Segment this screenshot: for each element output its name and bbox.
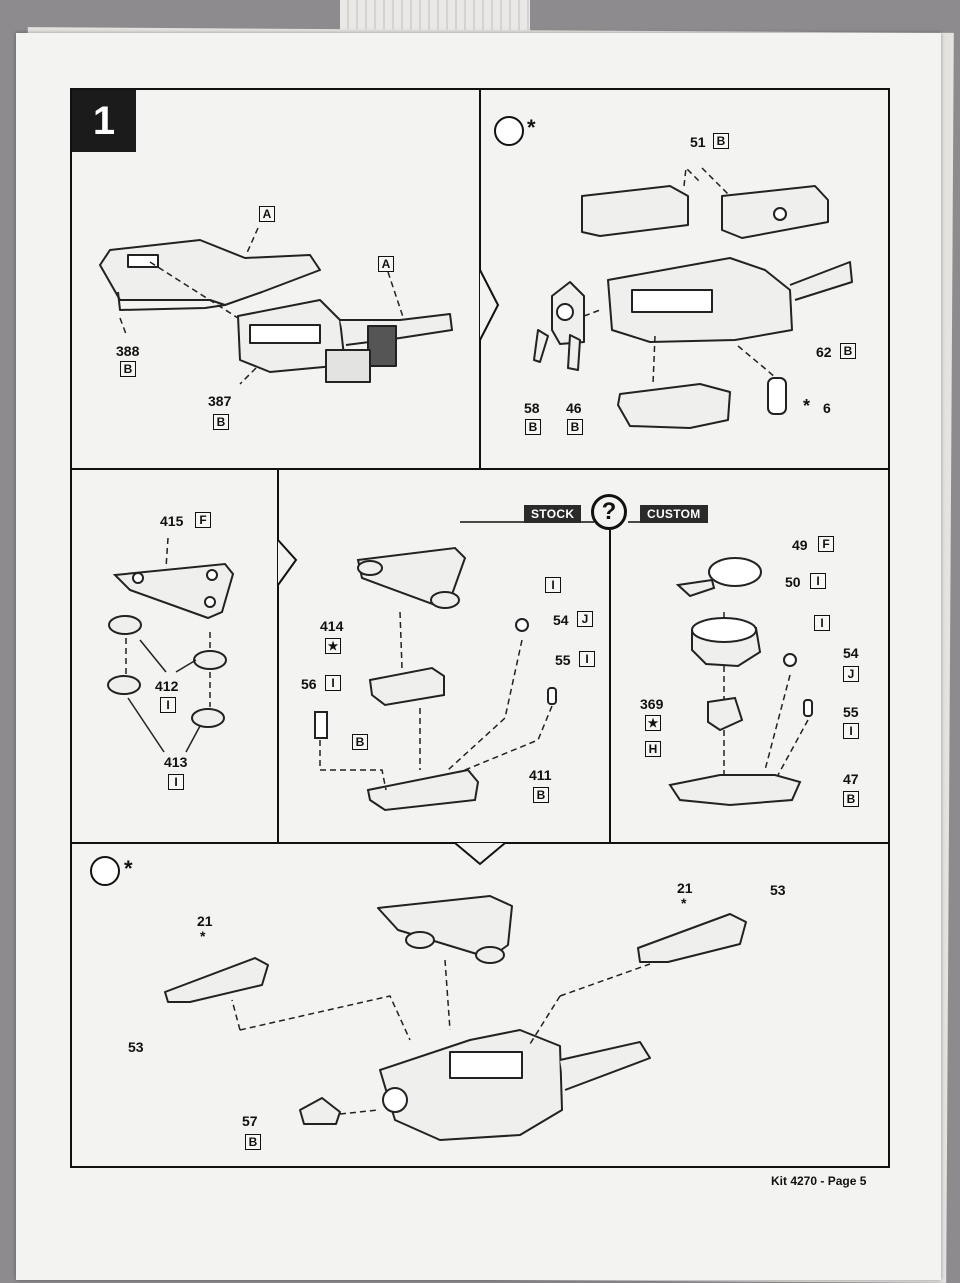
engine-assembly-drawing [164, 895, 747, 1141]
part-letter-box: I [579, 651, 595, 667]
part-number-53: 53 [770, 882, 786, 898]
part-number-53: 53 [128, 1039, 144, 1055]
part-number-21: 21 [197, 913, 213, 929]
panel-d-guides [319, 611, 553, 791]
part-number-415: 415 [160, 513, 184, 529]
page-footer: Kit 4270 - Page 5 [771, 1174, 867, 1188]
part-letter-box: B [352, 734, 368, 750]
part-letter-box: B [525, 419, 541, 435]
part-letter-box: I [160, 697, 176, 713]
divider-vertical-mid-left [277, 470, 279, 842]
divider-horizontal-1 [70, 468, 890, 470]
paint-star: * [124, 856, 133, 881]
part-letter-box: ★ [325, 638, 341, 654]
paint-icon [494, 116, 524, 146]
transmission-assembly-drawing [533, 185, 853, 429]
panel-b-guides [583, 166, 777, 385]
part-letter-box: F [195, 512, 211, 528]
part-number-6: 6 [823, 400, 831, 416]
part-letter-box: B [120, 361, 136, 377]
part-letter-box: A [259, 206, 275, 222]
step-number-badge: 1 [72, 90, 136, 152]
part-number-413: 413 [164, 754, 188, 770]
part-number-388: 388 [116, 343, 140, 359]
part-number-47: 47 [843, 771, 859, 787]
part-number-411: 411 [529, 767, 552, 783]
part-letter-box: A [378, 256, 394, 272]
part-number-57: 57 [242, 1113, 258, 1129]
part-letter-box: I [843, 723, 859, 739]
part-number-46: 46 [566, 400, 582, 416]
stock-intake-drawing [314, 546, 557, 812]
part-letter-box: I [168, 774, 184, 790]
star-marker: * [803, 396, 811, 416]
star-marker: * [200, 928, 206, 944]
part-letter-box: B [713, 133, 729, 149]
part-number-62: 62 [816, 344, 832, 360]
part-number-51: 51 [690, 134, 706, 150]
part-letter-box: ★ [645, 715, 661, 731]
part-letter-box: J [577, 611, 593, 627]
transmission-halves-drawing [99, 239, 453, 383]
part-letter-box: B [567, 419, 583, 435]
intake-plate-drawing [107, 562, 235, 728]
part-number-54: 54 [553, 612, 569, 628]
panel-c-leaders [127, 639, 201, 753]
panel-f-guides [231, 959, 651, 1115]
paint-star: * [527, 115, 536, 140]
part-letter-box: B [840, 343, 856, 359]
part-letter-box: I [325, 675, 341, 691]
part-letter-box: B [213, 414, 229, 430]
custom-intake-drawing [668, 557, 813, 807]
part-number-387: 387 [208, 393, 232, 409]
divider-vertical-mid-right [609, 530, 611, 842]
part-letter-box: B [245, 1134, 261, 1150]
part-number-414: 414 [320, 618, 344, 634]
part-number-369: 369 [640, 696, 664, 712]
arrow-notch-top [479, 269, 500, 341]
part-number-412: 412 [155, 678, 179, 694]
part-letter-box: I [814, 615, 830, 631]
part-number-21: 21 [677, 880, 693, 896]
part-number-50: 50 [785, 574, 801, 590]
part-number-54: 54 [843, 645, 859, 661]
arrow-notch-mid [277, 539, 298, 586]
part-number-55: 55 [843, 704, 859, 720]
part-letter-box: F [818, 536, 834, 552]
part-number-58: 58 [524, 400, 540, 416]
part-number-49: 49 [792, 537, 808, 553]
part-letter-box: I [810, 573, 826, 589]
part-letter-box: I [545, 577, 561, 593]
option-question-icon: ? [591, 494, 627, 530]
part-letter-box: B [843, 791, 859, 807]
arrow-notch-bottom [454, 842, 506, 866]
paint-icon [90, 856, 120, 886]
part-number-56: 56 [301, 676, 317, 692]
part-letter-box: B [533, 787, 549, 803]
star-marker: * [681, 895, 687, 911]
panel-e-guides [723, 612, 809, 780]
part-number-55: 55 [555, 652, 571, 668]
stock-tag: STOCK [524, 505, 582, 523]
custom-tag: CUSTOM [640, 505, 708, 523]
part-letter-box: J [843, 666, 859, 682]
part-letter-box: H [645, 741, 661, 757]
panel-a-guides [119, 227, 405, 385]
